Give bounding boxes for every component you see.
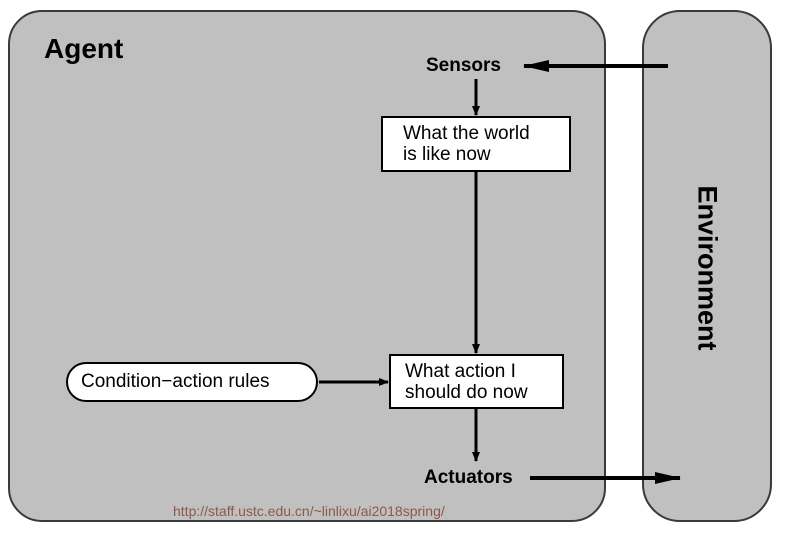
world-state-box: What the world is like now [381, 116, 571, 172]
actuators-label: Actuators [424, 467, 513, 488]
world-state-line-2: is like now [403, 144, 491, 165]
action-line-1: What action I [405, 361, 516, 382]
condition-action-rules: Condition−action rules [66, 362, 318, 402]
environment-panel [642, 10, 772, 522]
world-state-line-1: What the world [403, 123, 530, 144]
source-url: http://staff.ustc.edu.cn/~linlixu/ai2018… [173, 503, 445, 519]
action-box: What action I should do now [389, 354, 564, 409]
action-line-2: should do now [405, 382, 528, 403]
agent-panel [8, 10, 606, 522]
sensors-label: Sensors [426, 55, 501, 76]
agent-title: Agent [44, 33, 124, 64]
